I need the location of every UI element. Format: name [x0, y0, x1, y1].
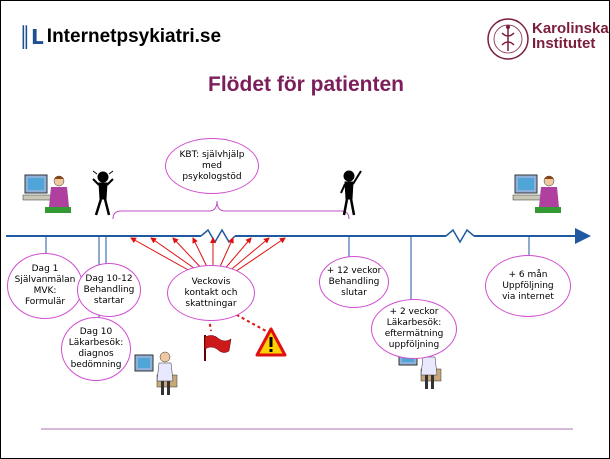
karolinska-logo: Karolinska Institutet — [486, 17, 609, 65]
logo-mark-icon: ║L — [19, 25, 44, 49]
bubble-kbt-text: KBT: självhjälp med psykologstöd — [179, 149, 245, 182]
logo-text: Internetpsykiatri.se — [46, 26, 222, 47]
karolinska-line1: Karolinska — [532, 20, 609, 37]
doctor-icon — [134, 351, 178, 395]
bubble-12-veckor: + 12 veckor Behandling slutar — [319, 256, 389, 308]
bubble-dag10-text: Dag 10 Läkarbesök: diagnos bedömning — [68, 327, 124, 370]
bubble-dag10-12: Dag 10-12 Behandling startar — [77, 263, 141, 317]
bubble-12-veckor-text: + 12 veckor Behandling slutar — [326, 265, 382, 298]
bubble-6-man-text: + 6 mån Uppföljning via internet — [502, 269, 554, 302]
happy-person-icon — [340, 170, 362, 216]
bubble-2-veckor-text: + 2 veckor Läkarbesök: eftermätning uppf… — [384, 307, 444, 350]
karolinska-line2: Institutet — [532, 35, 596, 52]
bubble-dag1: Dag 1 Självanmälan MVK: Formulär — [7, 253, 83, 319]
bubble-2-veckor: + 2 veckor Läkarbesök: eftermätning uppf… — [371, 299, 457, 359]
bubble-dag10-12-text: Dag 10-12 Behandling startar — [83, 273, 135, 306]
karolinska-seal-icon — [487, 18, 529, 60]
stressed-person-icon — [92, 170, 114, 216]
slide-title: Flödet för patienten — [208, 73, 404, 96]
internetpsykiatri-logo: ║L Internetpsykiatri.se — [19, 25, 221, 49]
bubble-veckovis: Veckovis kontakt och skattningar — [167, 265, 255, 321]
bubble-dag10: Dag 10 Läkarbesök: diagnos bedömning — [61, 317, 131, 381]
bubble-veckovis-text: Veckovis kontakt och skattningar — [184, 276, 238, 309]
karolinska-name: Karolinska Institutet — [532, 21, 609, 51]
computer-user-icon — [22, 174, 71, 213]
bubble-kbt: KBT: självhjälp med psykologstöd — [165, 138, 259, 194]
kbt-brace — [112, 200, 350, 220]
computer-user-icon — [512, 174, 561, 213]
bubble-6-man: + 6 mån Uppföljning via internet — [485, 255, 571, 317]
timeline — [6, 228, 591, 244]
warning-icon — [255, 327, 287, 357]
bubble-dag1-text: Dag 1 Självanmälan MVK: Formulär — [14, 264, 76, 307]
flag-icon — [204, 335, 232, 361]
